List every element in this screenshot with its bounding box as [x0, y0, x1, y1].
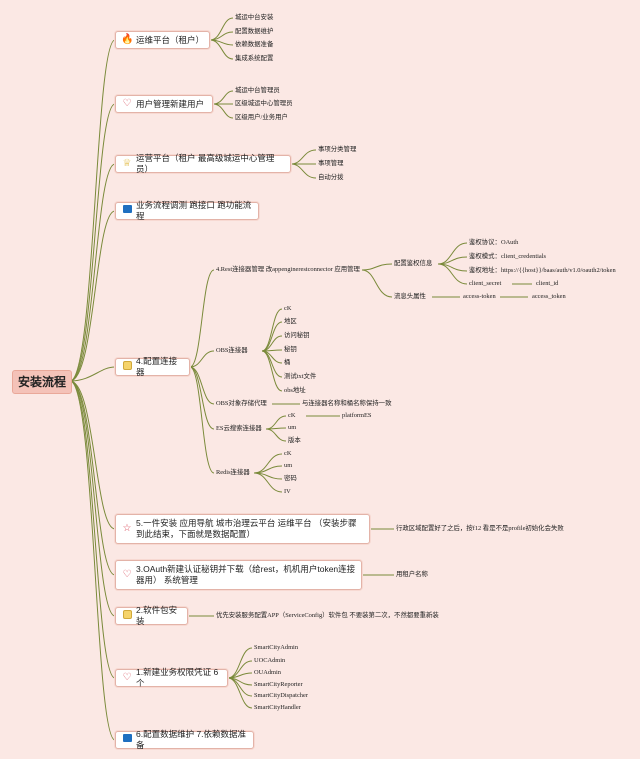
- leaf[interactable]: platformES: [342, 412, 372, 419]
- leaf[interactable]: client_secret: [469, 280, 502, 287]
- node-ops-platform[interactable]: 🔥 运维平台（租户）: [115, 31, 210, 49]
- node-label: 业务流程调测 跑接口 跑功能流程: [136, 200, 252, 221]
- bulb-icon: [121, 610, 133, 622]
- leaf[interactable]: um: [284, 462, 293, 469]
- leaf[interactable]: 桶: [284, 359, 291, 366]
- leaf[interactable]: 自动分拨: [318, 174, 344, 181]
- leaf[interactable]: um: [288, 424, 297, 431]
- node-label: 运营平台（租户 最高级城运中心管理员）: [136, 153, 275, 174]
- node-label: 运维平台（租户）: [136, 34, 205, 45]
- rest-connector[interactable]: 4.Rest连接器管理 改appenginerestconnector 应用管理: [216, 266, 360, 273]
- node-label: 3.OAuth新建认证秘钥并下载（给rest，机机用户token连接器用） 系统…: [136, 564, 356, 585]
- flag-icon: [121, 205, 133, 217]
- leaf[interactable]: 城运中台管理员: [235, 87, 280, 94]
- node-label: 4.配置连接器: [136, 356, 178, 377]
- leaf[interactable]: 事项分类管理: [318, 146, 357, 153]
- node-label: 2.软件包安装: [136, 605, 178, 626]
- leaf[interactable]: 地区: [284, 318, 297, 325]
- leaf[interactable]: cK: [288, 412, 296, 419]
- leaf[interactable]: 区级城运中心管理员: [235, 100, 293, 107]
- bulb-icon: [121, 361, 133, 373]
- leaf[interactable]: 事项管理: [318, 160, 344, 167]
- star-icon: ☆: [122, 523, 132, 534]
- root-node[interactable]: 安装流程: [12, 370, 72, 394]
- leaf[interactable]: 行政区域配置好了之后，按f12 看是不是profile初始化会失败: [396, 525, 564, 532]
- leaf[interactable]: 依赖数据准备: [235, 41, 274, 48]
- leaf[interactable]: 鉴权协议：OAuth: [469, 239, 519, 246]
- fire-icon: 🔥: [121, 34, 134, 45]
- leaf[interactable]: IV: [284, 488, 291, 495]
- node-label: 用户管理新建用户: [136, 98, 205, 109]
- leaf[interactable]: 密码: [284, 475, 297, 482]
- leaf[interactable]: 版本: [288, 437, 301, 444]
- leaf[interactable]: client_id: [536, 280, 559, 287]
- node-operation-platform[interactable]: ♕ 运营平台（租户 最高级城运中心管理员）: [115, 153, 291, 174]
- leaf[interactable]: 访问秘钥: [284, 332, 310, 339]
- leaf[interactable]: 秘钥: [284, 346, 297, 353]
- leaf[interactable]: 用租户名称: [396, 571, 428, 578]
- node-label: 6.配置数据维护 7.依赖数据准备: [136, 729, 247, 750]
- leaf[interactable]: SmartCityReporter: [254, 681, 303, 688]
- leaf[interactable]: access-token: [463, 293, 496, 300]
- trophy-icon: ♕: [122, 158, 132, 169]
- node-label: 5.一件安装 应用导航 城市治理云平台 运维平台 （安装步骤到此结束，下面就是数…: [136, 518, 357, 539]
- node-business-test[interactable]: 业务流程调测 跑接口 跑功能流程: [115, 200, 259, 221]
- heart-icon: ♡: [122, 98, 132, 109]
- leaf[interactable]: 鉴权模式：client_credentials: [469, 253, 547, 260]
- leaf[interactable]: 集成系统配置: [235, 55, 274, 62]
- leaf[interactable]: 优先安装服务配置APP（ServiceConfig）软件包 不要装第二次，不然都…: [216, 612, 439, 619]
- leaf[interactable]: 测试txt文件: [284, 373, 317, 380]
- leaf[interactable]: obs地址: [284, 387, 306, 394]
- heart-icon: ♡: [122, 569, 132, 580]
- leaf[interactable]: 与连接器名称和桶名称保持一致: [302, 400, 392, 407]
- node-business-credentials[interactable]: ♡ 1.新建业务权限凭证 6个: [115, 667, 228, 688]
- node-oauth-key[interactable]: ♡ 3.OAuth新建认证秘钥并下载（给rest，机机用户token连接器用） …: [115, 560, 362, 590]
- leaf[interactable]: access_token: [532, 293, 566, 300]
- leaf[interactable]: 鉴权地址：https://{{host}}/baas/auth/v1.0/oau…: [469, 267, 616, 274]
- node-user-management[interactable]: ♡ 用户管理新建用户: [115, 95, 213, 113]
- leaf[interactable]: SmartCityDispatcher: [254, 692, 308, 699]
- leaf[interactable]: cK: [284, 450, 292, 457]
- leaf[interactable]: 城运中台安装: [235, 14, 274, 21]
- es-connector[interactable]: ES云搜索连接器: [216, 425, 262, 432]
- obs-connector[interactable]: OBS连接器: [216, 347, 248, 354]
- leaf[interactable]: 区级用户/业务用户: [235, 114, 288, 121]
- leaf[interactable]: SmartCityAdmin: [254, 644, 299, 651]
- leaf[interactable]: SmartCityHandler: [254, 704, 301, 711]
- auth-config[interactable]: 配置鉴权信息: [394, 260, 433, 267]
- leaf[interactable]: OUAdmin: [254, 669, 281, 676]
- flag-icon: [121, 734, 133, 746]
- node-data-maintenance[interactable]: 6.配置数据维护 7.依赖数据准备: [115, 729, 254, 750]
- node-software-package[interactable]: 2.软件包安装: [115, 605, 188, 626]
- obs-proxy[interactable]: OBS对象存储代理: [216, 400, 267, 407]
- leaf[interactable]: 配置数据维护: [235, 28, 274, 35]
- redis-connector[interactable]: Redis连接器: [216, 469, 250, 476]
- heart-icon: ♡: [122, 672, 132, 683]
- leaf[interactable]: UOCAdmin: [254, 657, 286, 664]
- header-attr[interactable]: 流息头属性: [394, 293, 426, 300]
- leaf[interactable]: cK: [284, 305, 292, 312]
- node-label: 1.新建业务权限凭证 6个: [136, 667, 219, 688]
- node-config-connector[interactable]: 4.配置连接器: [115, 356, 190, 377]
- node-one-click-install[interactable]: ☆ 5.一件安装 应用导航 城市治理云平台 运维平台 （安装步骤到此结束，下面就…: [115, 514, 370, 544]
